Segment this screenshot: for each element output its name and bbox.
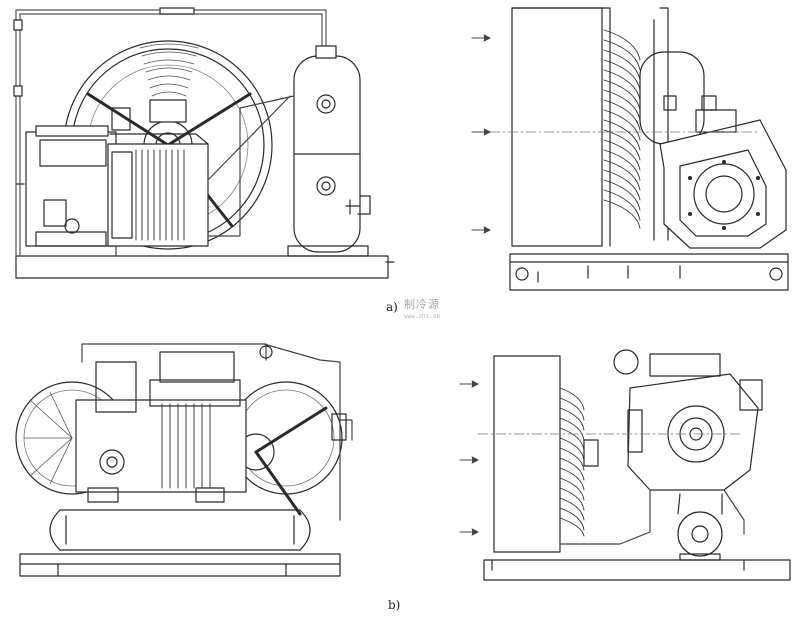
horizontal-receiver (50, 510, 310, 550)
condenser-panel-b (494, 356, 560, 552)
condenser-fins (604, 30, 640, 228)
base-rail (20, 554, 340, 576)
base-plate (16, 256, 388, 278)
view-b-side (460, 350, 790, 580)
airflow-arrows (472, 35, 490, 233)
base-plate-side (510, 254, 788, 290)
liquid-receiver (288, 46, 370, 256)
piping-b (82, 344, 352, 520)
condenser-panel (512, 8, 602, 246)
compressor-front-b (76, 352, 246, 502)
right-fan (230, 382, 342, 514)
compressor-side-b (614, 350, 762, 490)
base-rail-side (484, 560, 790, 580)
view-a-front (14, 8, 394, 278)
compressor-block (26, 108, 208, 246)
watermark-url: www.zhi.cn (404, 313, 441, 320)
compressor-side (660, 96, 786, 248)
receiver-side-b (678, 494, 722, 560)
watermark-text: 制冷源 (404, 298, 440, 311)
condenser-fins-b (560, 388, 584, 536)
airflow-arrows-b (460, 381, 478, 535)
view-b-front (16, 344, 352, 576)
view-a-side (472, 8, 788, 290)
caption-a: a) (386, 300, 398, 314)
caption-b: b) (388, 598, 401, 612)
refrigerant-piping (116, 96, 294, 256)
piping-b-side (560, 490, 744, 544)
